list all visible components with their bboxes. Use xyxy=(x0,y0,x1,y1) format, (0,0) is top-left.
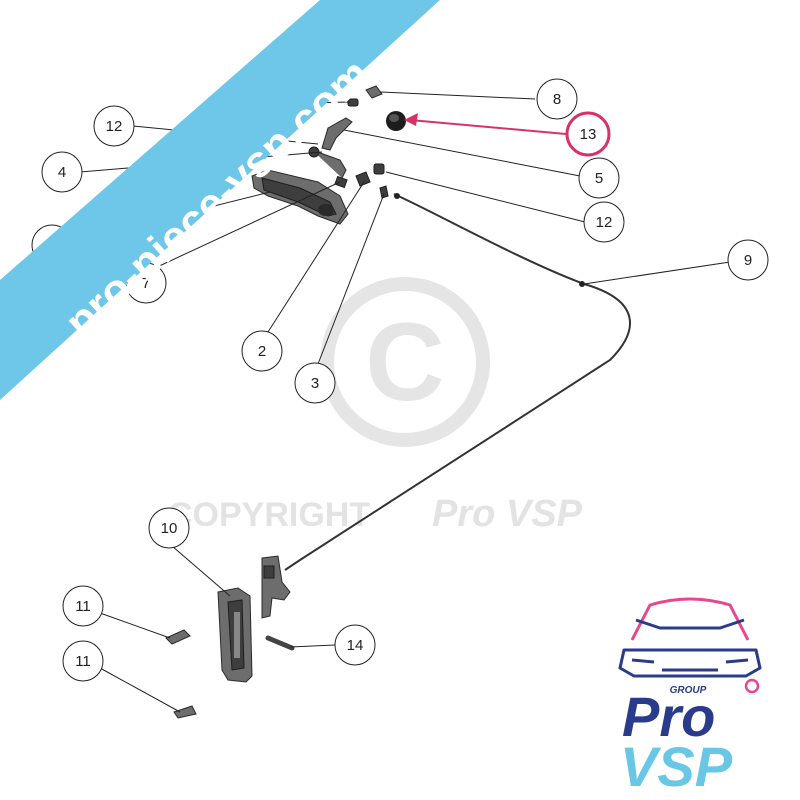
callout-5: 5 xyxy=(578,157,620,199)
callout-11-top: 11 xyxy=(62,585,104,627)
part-14-pin xyxy=(265,635,295,651)
callout-2: 2 xyxy=(241,330,283,372)
brand-line1: Pro xyxy=(622,685,715,748)
part-3-clip xyxy=(379,185,389,199)
svg-text:13: 13 xyxy=(580,126,597,143)
svg-text:12: 12 xyxy=(106,118,123,135)
brand-group-label: GROUP xyxy=(670,685,707,696)
part-2-clip xyxy=(355,171,371,187)
part-7-clip xyxy=(334,175,348,189)
svg-text:4: 4 xyxy=(58,164,66,181)
callout-12-left: 12 xyxy=(93,105,135,147)
svg-text:5: 5 xyxy=(595,170,603,187)
callout-3: 3 xyxy=(294,362,336,404)
svg-text:11: 11 xyxy=(75,598,91,615)
svg-text:14: 14 xyxy=(347,637,364,654)
copyright-brand: Pro VSP xyxy=(432,493,583,535)
callout-12-right: 12 xyxy=(583,201,625,243)
brand-line2: VSP xyxy=(620,735,733,798)
svg-text:7: 7 xyxy=(142,275,150,292)
callout-10: 10 xyxy=(148,507,190,549)
callout-4: 4 xyxy=(41,151,83,193)
part-9-cable xyxy=(284,193,631,571)
svg-text:12: 12 xyxy=(596,214,613,231)
callout-14: 14 xyxy=(334,624,376,666)
svg-text:3: 3 xyxy=(311,375,319,392)
part-latch-bracket xyxy=(261,555,291,619)
svg-text:8: 8 xyxy=(553,91,561,108)
copyright-text: COPYRIGHT Pro VSP xyxy=(168,493,583,535)
svg-text:10: 10 xyxy=(161,520,178,537)
svg-text:2: 2 xyxy=(258,343,266,360)
part-11-clip-top xyxy=(165,629,191,645)
callout-13-highlight: 13 xyxy=(565,111,611,157)
callout-9: 9 xyxy=(727,239,769,281)
brand-logo: GROUP Pro VSP xyxy=(618,597,762,798)
svg-text:11: 11 xyxy=(75,653,91,670)
svg-text:9: 9 xyxy=(744,252,752,269)
callout-11-bottom: 11 xyxy=(62,640,104,682)
part-13-cap xyxy=(386,111,406,131)
part-10-outer-handle xyxy=(217,587,253,683)
part-8-screw xyxy=(365,85,383,99)
car-outline-icon xyxy=(618,597,762,678)
copyright-word: COPYRIGHT xyxy=(168,496,370,534)
part-11-clip-bottom xyxy=(173,705,197,719)
part-4-rod xyxy=(308,146,347,179)
part-5-lever xyxy=(321,117,353,151)
callout-8: 8 xyxy=(536,78,578,120)
part-12-clip-right xyxy=(373,163,385,175)
svg-text:C: C xyxy=(365,301,444,424)
copyright-watermark: C xyxy=(320,277,490,447)
